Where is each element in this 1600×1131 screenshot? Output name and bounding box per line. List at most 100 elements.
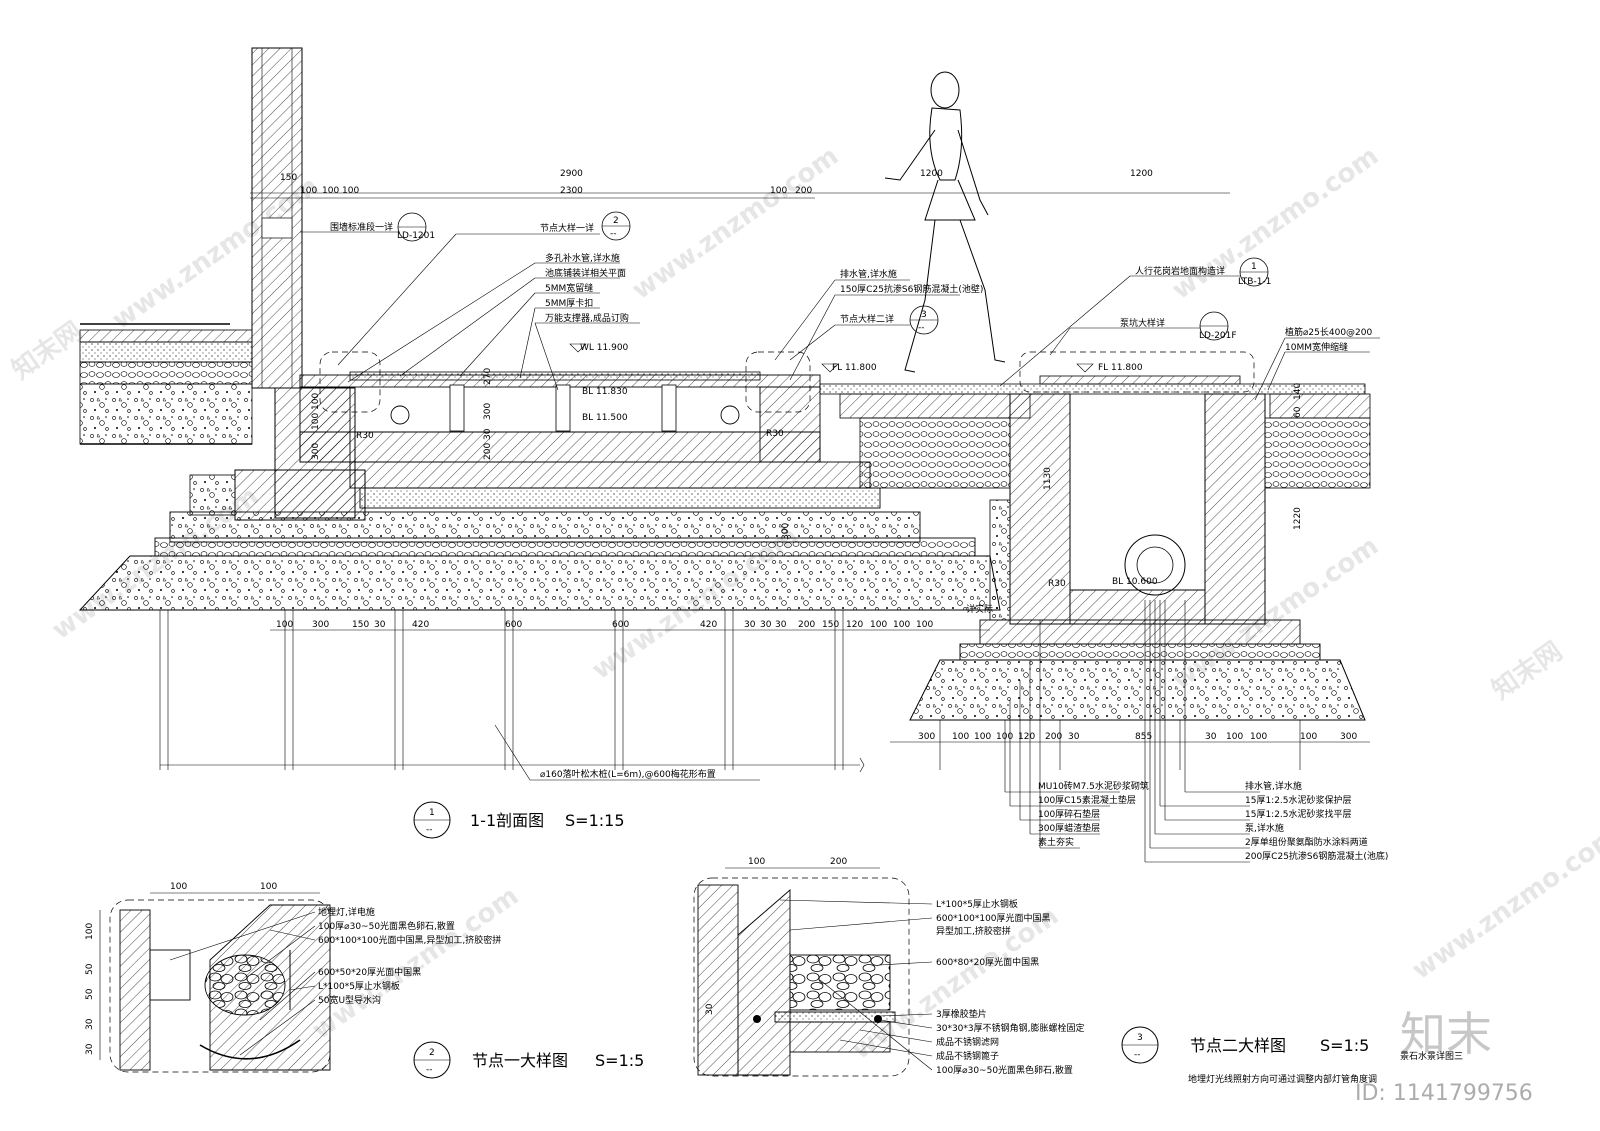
bottom-dim-right: 30 bbox=[1205, 732, 1217, 742]
detail1-dim-top: 100 bbox=[260, 882, 277, 892]
pump-pit-wall-right bbox=[1204, 393, 1266, 625]
detail2-label: 100厚⌀30~50光面黑色卵石,散置 bbox=[936, 1064, 1073, 1076]
watermark-cn: 知末网 bbox=[7, 316, 88, 385]
bottom-dim: 100 bbox=[276, 620, 293, 630]
bottom-dim: 100 bbox=[916, 620, 933, 630]
bottom-dim-right: 120 bbox=[1018, 732, 1035, 742]
bottom-dim-right: 200 bbox=[1045, 732, 1062, 742]
bottom-dim: 200 bbox=[798, 620, 815, 630]
title-index-sub: -- bbox=[426, 1065, 433, 1075]
timber-piles bbox=[159, 610, 1301, 773]
detail2-dim-top: 100 bbox=[748, 857, 765, 867]
section-title: 节点二大样图 bbox=[1190, 1036, 1286, 1055]
detail2-label: 异型加工,挤胶密拼 bbox=[936, 925, 1011, 937]
detail1-label: 600*100*100光面中国黑,异型加工,挤胶密拼 bbox=[318, 934, 501, 946]
bottom-dim: 420 bbox=[700, 620, 717, 630]
callout-ref: -- bbox=[610, 229, 617, 239]
detail2-label: 成品不锈钢滤网 bbox=[936, 1036, 999, 1048]
top-dim: 150 bbox=[280, 173, 297, 183]
callout-label: 池底铺装详相关平面 bbox=[545, 267, 626, 279]
vertical-dim: 300 bbox=[483, 403, 493, 420]
layer-note: 300厚蜡渣垫层 bbox=[1038, 822, 1100, 834]
bottom-dim: 120 bbox=[846, 620, 863, 630]
elevation-label: BL 11.830 bbox=[582, 387, 628, 397]
detail1-labels: 地埋灯,详电施 100厚⌀30~50光面黑色卵石,散置 600*100*100光… bbox=[169, 906, 501, 1056]
foundation-bed bbox=[78, 555, 1001, 611]
detail1-dim-left: 50 bbox=[85, 963, 95, 975]
detail-note: 详实际 bbox=[966, 603, 993, 615]
human-figure bbox=[884, 71, 1006, 373]
layer-note: 15厚1:2.5水泥砂浆保护层 bbox=[1245, 794, 1352, 806]
detail1-dim-left: 50 bbox=[85, 988, 95, 1000]
top-dim: 200 bbox=[795, 186, 812, 196]
callout-ref: 2 bbox=[613, 216, 619, 226]
bottom-dim-right: 100 bbox=[1250, 732, 1267, 742]
detail2-dim-top: 200 bbox=[830, 857, 847, 867]
section-title: 1-1剖面图 bbox=[470, 811, 544, 830]
detail2-label: 600*100*100厚光面中国黑 bbox=[936, 912, 1051, 924]
bottom-dim-right: 855 bbox=[1135, 732, 1152, 742]
detail2-labels: L*100*5厚止水钢板 600*100*100厚光面中国黑 异型加工,挤胶密拼… bbox=[779, 898, 1085, 1076]
vertical-dim: 270 bbox=[483, 368, 493, 385]
radius-label: R30 bbox=[1048, 579, 1066, 589]
detail-1: 100 100 100 50 50 30 30 地埋灯,详电施 100厚⌀30~… bbox=[85, 882, 644, 1079]
bottom-dim-right: 100 bbox=[952, 732, 969, 742]
callout-label: 节点大样二详 bbox=[840, 313, 894, 325]
section-1-title: 1 -- 1-1剖面图 S=1:15 bbox=[413, 801, 625, 839]
layer-note: 2厚单组份聚氨酯防水涂料两道 bbox=[1245, 836, 1368, 848]
title-index: 3 bbox=[1137, 1033, 1143, 1043]
radius-label: R30 bbox=[356, 431, 374, 441]
watermark-site: www.znzmo.com bbox=[1407, 821, 1600, 986]
callout-ref: LD-1201 bbox=[397, 231, 435, 241]
elevation-marks: WL 11.900 BL 11.830 BL 11.500 FL 11.800 … bbox=[356, 343, 1158, 589]
layer-note: 泵,详水施 bbox=[1245, 822, 1284, 834]
detail1-dim-left: 30 bbox=[85, 1043, 95, 1055]
bottom-dim: 600 bbox=[505, 620, 522, 630]
bottom-dim: 420 bbox=[412, 620, 429, 630]
callout-ref: -- bbox=[918, 323, 925, 333]
section-title: 节点一大样图 bbox=[472, 1051, 568, 1070]
callout-label: 10MM宽伸缩缝 bbox=[1285, 341, 1348, 353]
layer-note: 100厚C15素混凝土垫层 bbox=[1038, 794, 1136, 806]
layer-note: 200厚C25抗渗S6钢筋混凝土(池底) bbox=[1245, 850, 1388, 862]
elevation-label: FL 11.800 bbox=[1098, 363, 1143, 373]
vertical-dim: 300 bbox=[311, 443, 321, 460]
radius-label: R30 bbox=[766, 429, 784, 439]
watermark-id: ID: 1141799756 bbox=[1355, 1081, 1533, 1106]
section-1-1: 2900 1200 1200 150 100 100 100 2300 100 … bbox=[78, 47, 1388, 863]
callout-label: 围墙标准段一详 bbox=[330, 221, 393, 233]
layer-notes: MU10砖M7.5水泥砂浆砌筑 100厚C15素混凝土垫层 100厚碎石垫层 3… bbox=[1004, 600, 1388, 863]
callout-label: 多孔补水管,详水施 bbox=[545, 252, 620, 264]
layer-note: 100厚碎石垫层 bbox=[1038, 808, 1100, 820]
callout-label: 万能支撑器,成品订购 bbox=[545, 312, 629, 324]
bottom-dim-right: 100 bbox=[974, 732, 991, 742]
bottom-dim: 600 bbox=[612, 620, 629, 630]
watermark-site: www.znzmo.com bbox=[1167, 141, 1384, 306]
top-dim: 100 bbox=[342, 186, 359, 196]
vertical-dim: 300 bbox=[781, 523, 791, 540]
elevation-label: BL 10.600 bbox=[1112, 577, 1158, 587]
section-3-title: 3 -- 节点二大样图 S=1:5 bbox=[1121, 1026, 1369, 1064]
bottom-dim-right: 30 bbox=[1068, 732, 1080, 742]
bottom-dim-right: 300 bbox=[1340, 732, 1357, 742]
detail1-dim-left: 30 bbox=[85, 1018, 95, 1030]
bottom-dim-right: 100 bbox=[1300, 732, 1317, 742]
bottom-dim: 150 bbox=[822, 620, 839, 630]
callout-label: 泵坑大样详 bbox=[1120, 317, 1165, 329]
title-index-sub: -- bbox=[426, 825, 433, 835]
watermark-brand: 知末 bbox=[1400, 1007, 1492, 1061]
pebble-fill bbox=[204, 954, 286, 1016]
vertical-dim: 1220 bbox=[1293, 507, 1303, 530]
vertical-dim: 60 bbox=[1293, 406, 1303, 418]
bottom-dim-right: 100 bbox=[1226, 732, 1243, 742]
footnote: 地埋灯光线照射方向可通过调整内部灯管角度调 bbox=[1188, 1073, 1377, 1085]
detail1-dim-left: 100 bbox=[85, 923, 95, 940]
section-2-title: 2 -- 节点一大样图 S=1:5 bbox=[413, 1041, 644, 1079]
top-dim: 1200 bbox=[1130, 169, 1153, 179]
detail1-label: 600*50*20厚光面中国黑 bbox=[318, 966, 421, 978]
detail1-label: 100厚⌀30~50光面黑色卵石,散置 bbox=[318, 920, 455, 932]
elevation-label: WL 11.900 bbox=[580, 343, 629, 353]
callout-label: 植筋⌀25长400@200 bbox=[1285, 326, 1373, 338]
top-dim: 2900 bbox=[560, 169, 583, 179]
